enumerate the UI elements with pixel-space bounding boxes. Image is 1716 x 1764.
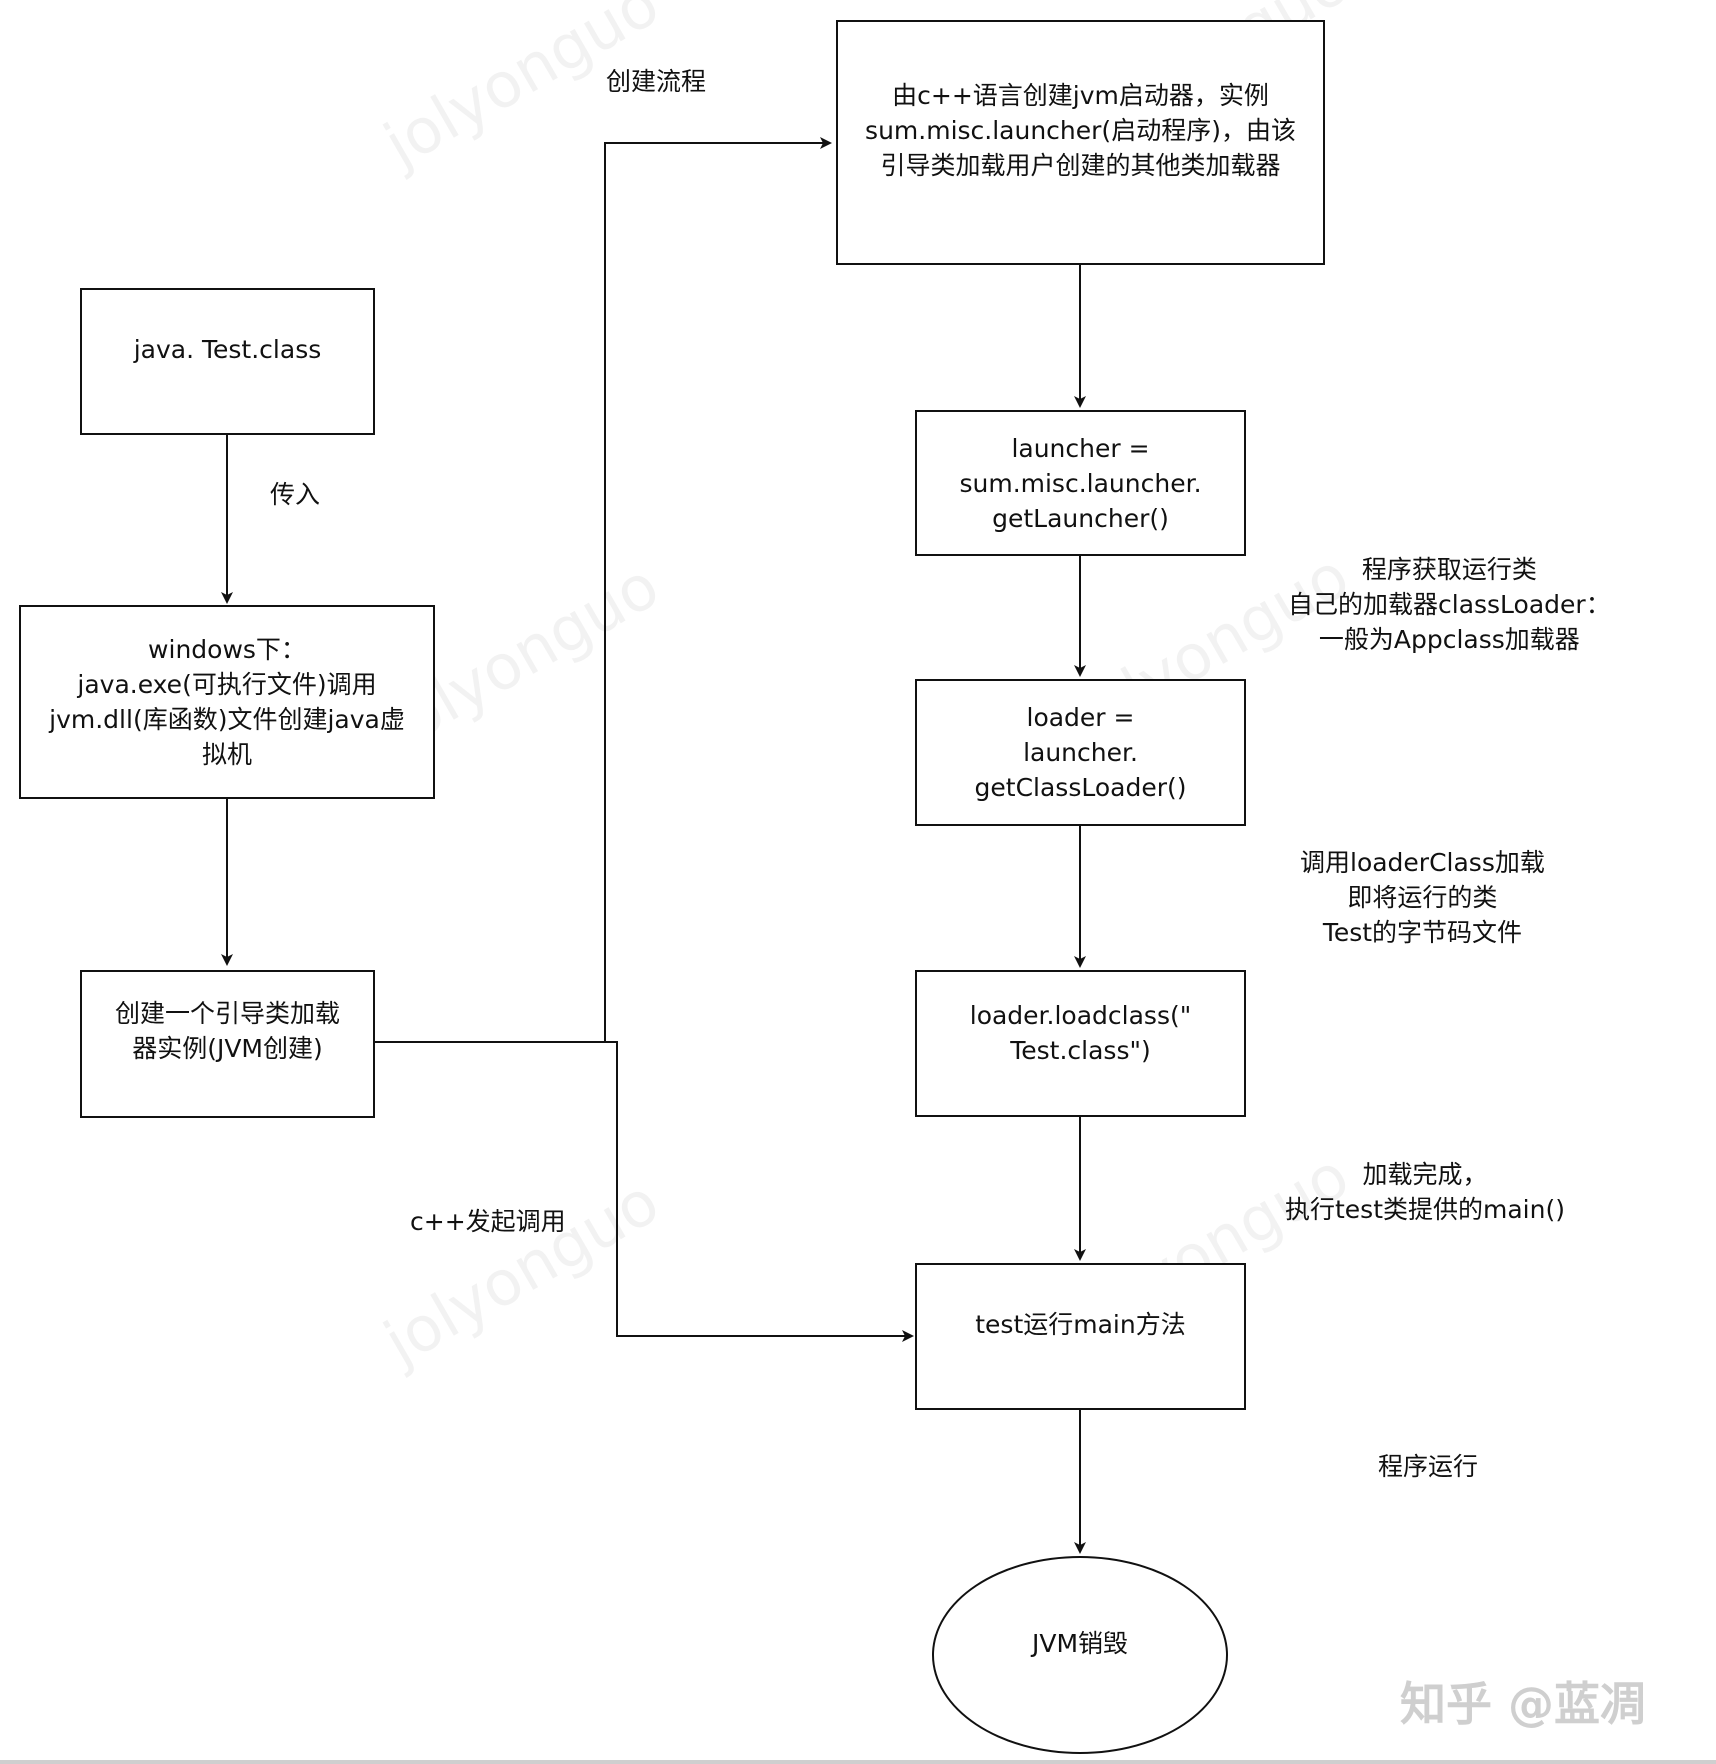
pass-in-label: 传入 (270, 480, 321, 509)
get-class-loader-box: loader = launcher. getClassLoader() (915, 679, 1246, 826)
create-flow-label: 创建流程 (606, 67, 707, 96)
get-launcher-box: launcher = sum.misc.launcher. getLaunche… (915, 410, 1246, 556)
bootstrap-loader-box: 创建一个引导类加载 器实例(JVM创建) (80, 970, 375, 1118)
jvm-launcher-creation-box: 由c++语言创建jvm启动器，实例 sum.misc.launcher(启动程序… (836, 20, 1325, 265)
cpp-call-label: c++发起调用 (410, 1207, 566, 1236)
load-bytecode-label: 调用loaderClass加载 即将运行的类 Test的字节码文件 (1300, 848, 1545, 947)
program-run-label: 程序运行 (1378, 1452, 1479, 1481)
load-done-label: 加载完成， 执行test类提供的main() (1285, 1160, 1565, 1224)
load-class-box: loader.loadclass(" Test.class") (915, 970, 1246, 1117)
arrow-bootstrap-to-run-main (605, 1041, 914, 1342)
bottom-divider (0, 1760, 1716, 1764)
brand-watermark: 知乎 @蓝凋 (1400, 1677, 1647, 1731)
test-class-box: java. Test.class (80, 288, 375, 435)
arrow-bootstrap-to-launcher-creation (375, 137, 832, 1043)
run-main-box: test运行main方法 (915, 1263, 1246, 1410)
windows-create-jvm-box: windows下： java.exe(可执行文件)调用 jvm.dll(库函数)… (19, 605, 435, 799)
get-app-loader-label: 程序获取运行类 自己的加载器classLoader： 一般为Appclass加载… (1288, 555, 1611, 654)
jvm-destroy-ellipse: JVM销毁 (932, 1556, 1228, 1754)
